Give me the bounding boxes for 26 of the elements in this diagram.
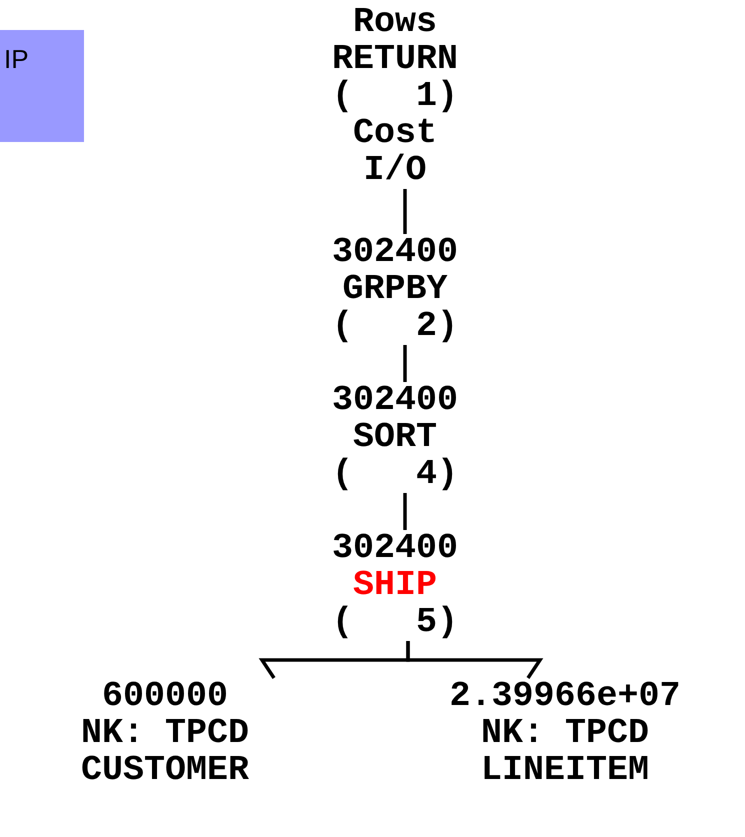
- note-text: IP: [4, 46, 30, 72]
- plan-text: SORT: [352, 419, 437, 456]
- connector-line: [403, 189, 407, 234]
- plan-text: ( 4): [332, 456, 458, 493]
- connector-line: [406, 641, 544, 679]
- plan-text: LINEITEM: [480, 752, 650, 789]
- plan-text: 302400: [332, 234, 458, 271]
- plan-text: GRPBY: [342, 271, 448, 308]
- plan-text: 302400: [332, 530, 458, 567]
- sticky-note: [0, 30, 84, 142]
- plan-text: Cost: [352, 115, 437, 152]
- plan-text: 302400: [332, 382, 458, 419]
- plan-text: ( 2): [332, 308, 458, 345]
- plan-text: Rows: [352, 4, 437, 41]
- plan-text: RETURN: [332, 41, 458, 78]
- plan-text: CUSTOMER: [80, 752, 250, 789]
- plan-text: ( 5): [332, 604, 458, 641]
- plan-text: 600000: [102, 678, 228, 715]
- plan-text: NK: TPCD: [480, 715, 650, 752]
- connector-line: [403, 493, 407, 530]
- plan-text: NK: TPCD: [80, 715, 250, 752]
- operator-name: SHIP: [352, 567, 437, 604]
- plan-text: ( 1): [332, 78, 458, 115]
- connector-line: [403, 345, 407, 382]
- plan-text: 2.39966e+07: [449, 678, 681, 715]
- plan-text: I/O: [363, 152, 426, 189]
